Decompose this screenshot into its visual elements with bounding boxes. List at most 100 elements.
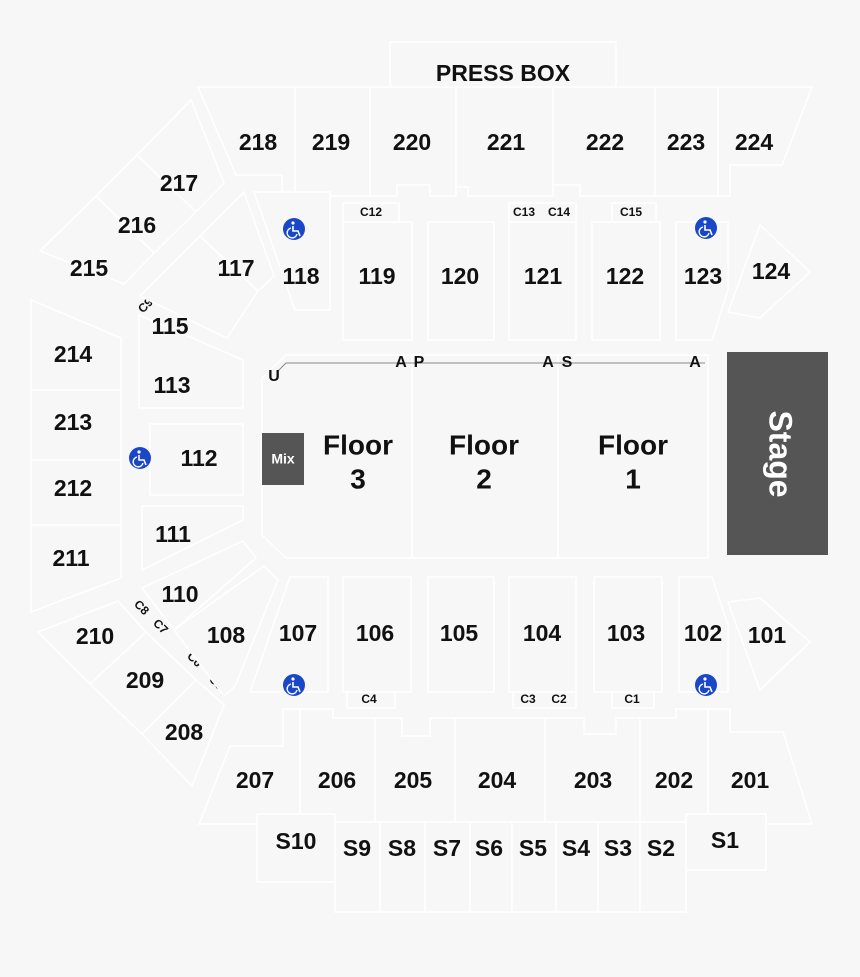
floor-label: 1: [625, 463, 641, 494]
suite-label: S2: [647, 835, 675, 861]
section-120[interactable]: [427, 221, 495, 341]
floor-marker: A: [395, 354, 407, 371]
section-102[interactable]: [678, 576, 729, 693]
floor-marker: U: [268, 368, 280, 385]
section-label: 214: [54, 341, 93, 367]
section-215[interactable]: [38, 194, 156, 285]
suite-s10[interactable]: [256, 813, 336, 883]
section-208[interactable]: [140, 678, 225, 788]
section-label: 202: [655, 767, 693, 793]
suite-label: S8: [388, 835, 416, 861]
section-223[interactable]: [654, 86, 719, 197]
section-floor-1[interactable]: [557, 354, 709, 559]
wheelchair-icon: [695, 217, 717, 239]
section-101[interactable]: [726, 597, 812, 692]
section-204[interactable]: [454, 717, 546, 823]
section-label: 207: [236, 767, 274, 793]
mix-position: [262, 433, 304, 485]
press-box-label: PRESS BOX: [436, 60, 571, 86]
floor-label: Floor: [598, 429, 668, 460]
floor-marker-line: [277, 362, 705, 372]
wheelchair-icon: [695, 674, 717, 696]
section-label: 105: [440, 620, 479, 646]
section-label: 201: [731, 767, 770, 793]
section-label: 107: [279, 620, 317, 646]
section-113[interactable]: [138, 313, 244, 409]
upper-left-sections: [30, 98, 225, 788]
section-label: 206: [318, 767, 356, 793]
section-122[interactable]: [591, 221, 661, 341]
section-124[interactable]: [726, 223, 812, 319]
upper-top-sections: [196, 86, 814, 197]
section-floor-2[interactable]: [411, 354, 559, 559]
section-label: 215: [70, 255, 109, 281]
suite-s4[interactable]: [555, 821, 599, 913]
stage-label: Stage: [763, 410, 799, 497]
camera-label: C15: [620, 205, 642, 219]
section-105[interactable]: [427, 576, 495, 693]
section-103[interactable]: [593, 576, 663, 693]
section-213[interactable]: [30, 389, 122, 461]
section-label: 104: [523, 620, 562, 646]
camera-label: C13: [513, 205, 535, 219]
suite-label: S4: [562, 835, 590, 861]
section-123[interactable]: [675, 221, 729, 341]
section-202[interactable]: [639, 708, 709, 823]
floor-marker: S: [562, 354, 573, 371]
section-211[interactable]: [30, 524, 122, 614]
suite-s6[interactable]: [469, 821, 513, 913]
section-label: 222: [586, 129, 624, 155]
camera-label: C1: [624, 692, 640, 706]
section-108[interactable]: [172, 565, 279, 698]
camera-label: C14: [548, 205, 570, 219]
suite-s1[interactable]: [685, 813, 767, 871]
camera-label: C2: [551, 692, 567, 706]
section-label: 115: [151, 313, 188, 339]
section-label: 119: [358, 263, 395, 289]
suite-label: S3: [604, 835, 632, 861]
suite-s8[interactable]: [379, 821, 426, 913]
section-label: 223: [667, 129, 705, 155]
section-106[interactable]: [342, 576, 412, 693]
mix-label: Mix: [271, 451, 295, 467]
section-label: 217: [160, 170, 198, 196]
lower-top-sections: [138, 190, 812, 698]
floor-area: U A P A S A Mix Floor 3 Floor 2 Floor 1 …: [261, 352, 828, 559]
floor-label: 2: [476, 463, 492, 494]
section-label: 218: [239, 129, 278, 155]
section-107[interactable]: [248, 576, 329, 693]
upper-bottom-sections: [197, 708, 814, 825]
section-119[interactable]: [342, 221, 413, 341]
section-110[interactable]: [140, 540, 258, 632]
floor-label: Floor: [323, 429, 393, 460]
section-206[interactable]: [299, 708, 376, 823]
section-label: 113: [153, 372, 190, 398]
section-label: 224: [735, 129, 774, 155]
section-212[interactable]: [30, 459, 122, 526]
section-label: 118: [282, 263, 319, 289]
suite-s9[interactable]: [334, 821, 381, 913]
section-label: 102: [684, 620, 722, 646]
section-label: 219: [312, 129, 350, 155]
section-111[interactable]: [141, 505, 244, 572]
camera-c1: [611, 691, 655, 709]
section-label: 123: [684, 263, 722, 289]
section-115[interactable]: [138, 234, 259, 339]
camera-label: C3: [520, 692, 536, 706]
section-104[interactable]: [508, 576, 577, 693]
camera-label: C8: [131, 597, 152, 618]
section-label: 101: [748, 622, 787, 648]
section-121[interactable]: [508, 221, 577, 341]
suite-s2[interactable]: [639, 821, 687, 913]
section-label: 221: [487, 129, 526, 155]
section-label: 108: [207, 622, 246, 648]
suite-s5[interactable]: [511, 821, 557, 913]
section-112[interactable]: [149, 423, 244, 496]
section-118[interactable]: [252, 191, 331, 311]
section-label: 103: [607, 620, 645, 646]
wheelchair-icon: [129, 447, 151, 469]
section-219[interactable]: [294, 86, 371, 197]
section-label: 213: [54, 409, 92, 435]
section-224[interactable]: [717, 86, 814, 197]
